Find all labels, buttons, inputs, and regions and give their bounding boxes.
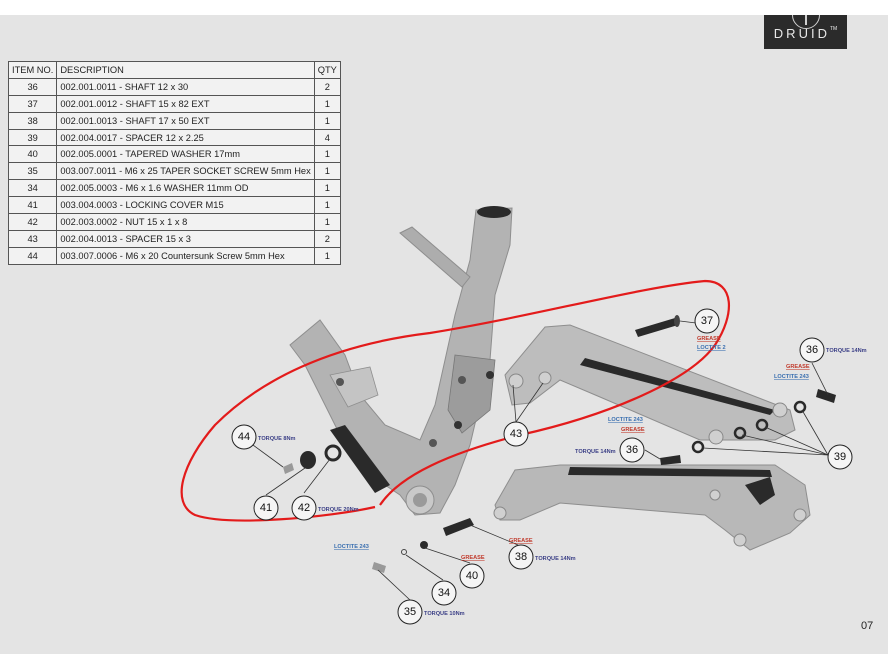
countersunk-screw-icon bbox=[283, 463, 294, 474]
washer-34-icon bbox=[401, 549, 407, 555]
shaft-36-icon bbox=[816, 389, 836, 403]
taper-screw-35-icon bbox=[372, 562, 386, 573]
spacer-39-icon bbox=[755, 418, 769, 432]
logo-tm: TM bbox=[829, 26, 838, 32]
loctite-note-35: LOCTITE 243 bbox=[334, 544, 369, 550]
callout-42-label: 42 bbox=[298, 502, 310, 514]
callout-43: 43 bbox=[503, 421, 529, 447]
callout-44: 44 bbox=[231, 424, 257, 450]
callout-42: 42 bbox=[291, 495, 317, 521]
callout-35: 35 bbox=[397, 599, 423, 625]
logo-text: DRUID bbox=[773, 26, 830, 41]
chainstay-illustration bbox=[493, 464, 811, 551]
grease-note-40: GREASE bbox=[461, 555, 485, 561]
loctite-note-36-right: LOCTITE 243 bbox=[774, 374, 809, 380]
callout-37-label: 37 bbox=[701, 315, 713, 327]
callout-39-label: 39 bbox=[834, 451, 846, 463]
table-header-row: ITEM NO. DESCRIPTION QTY bbox=[7, 61, 341, 79]
exploded-frame-diagram: 37 36 39 36 43 44 41 42 bbox=[180, 206, 867, 625]
mainframe-illustration bbox=[289, 206, 513, 516]
qty: 1 bbox=[313, 246, 341, 265]
callout-34: 34 bbox=[431, 580, 457, 606]
red-markup-circle bbox=[180, 279, 731, 522]
item-no: 36 bbox=[7, 77, 58, 96]
nut-icon bbox=[324, 444, 342, 462]
grease-note-36-right: GREASE bbox=[786, 364, 810, 370]
callout-44-label: 44 bbox=[238, 431, 250, 443]
leader-lines bbox=[252, 320, 829, 601]
locking-cover-icon bbox=[300, 451, 316, 469]
torque-note-35: TORQUE 10Nm bbox=[424, 611, 465, 617]
callout-36b-label: 36 bbox=[626, 444, 638, 456]
assembly-notes: TORQUE 8Nm TORQUE 20Nm TORQUE 14Nm TORQU… bbox=[258, 336, 867, 617]
item-no: 37 bbox=[7, 94, 58, 113]
callout-36-middle: 36 bbox=[619, 437, 645, 463]
tapered-washer-icon bbox=[420, 541, 428, 549]
callout-41-label: 41 bbox=[260, 502, 272, 514]
shaft-38-icon bbox=[443, 518, 474, 536]
callout-36-label: 36 bbox=[806, 344, 818, 356]
qty: 2 bbox=[313, 77, 341, 96]
page-number: 07 bbox=[861, 620, 874, 632]
header-description: DESCRIPTION bbox=[56, 61, 315, 79]
callout-41: 41 bbox=[253, 495, 279, 521]
callout-35-label: 35 bbox=[404, 606, 416, 618]
spacer-39-icon bbox=[793, 400, 807, 414]
hardware-parts bbox=[283, 315, 836, 573]
callout-43-label: 43 bbox=[510, 428, 522, 440]
callout-37: 37 bbox=[694, 308, 720, 334]
grease-note-37: GREASE bbox=[697, 336, 721, 342]
spacer-39-icon bbox=[691, 440, 705, 454]
torque-note-42: TORQUE 20Nm bbox=[318, 507, 359, 513]
druid-logo: DRUIDTM bbox=[764, 15, 847, 49]
callout-36-right: 36 bbox=[799, 337, 825, 363]
shaft-37-icon bbox=[635, 318, 678, 337]
loctite-note-37: LOCTITE 2 bbox=[697, 345, 726, 351]
torque-note-36-right: TORQUE 14Nm bbox=[826, 348, 867, 354]
callout-39: 39 bbox=[827, 444, 853, 470]
grease-note-38: GREASE bbox=[509, 538, 533, 544]
callout-38-label: 38 bbox=[515, 551, 527, 563]
callout-34-label: 34 bbox=[438, 587, 450, 599]
torque-note-44: TORQUE 8Nm bbox=[258, 436, 296, 442]
loctite-note-36-middle: LOCTITE 243 bbox=[608, 417, 643, 423]
torque-note-36-middle: TORQUE 14Nm bbox=[575, 449, 616, 455]
callout-38: 38 bbox=[508, 544, 534, 570]
upper-link-illustration bbox=[504, 324, 796, 445]
grease-note-36-middle: GREASE bbox=[621, 427, 645, 433]
header-qty: QTY bbox=[313, 61, 341, 79]
spacer-39-icon bbox=[733, 426, 747, 440]
header-item-no: ITEM NO. bbox=[7, 61, 58, 79]
qty: 1 bbox=[313, 94, 341, 113]
callout-40-label: 40 bbox=[466, 570, 478, 582]
item-no: 44 bbox=[7, 246, 58, 265]
shaft-36b-icon bbox=[660, 455, 681, 465]
callout-40: 40 bbox=[459, 563, 485, 589]
torque-note-38: TORQUE 14Nm bbox=[535, 556, 576, 562]
